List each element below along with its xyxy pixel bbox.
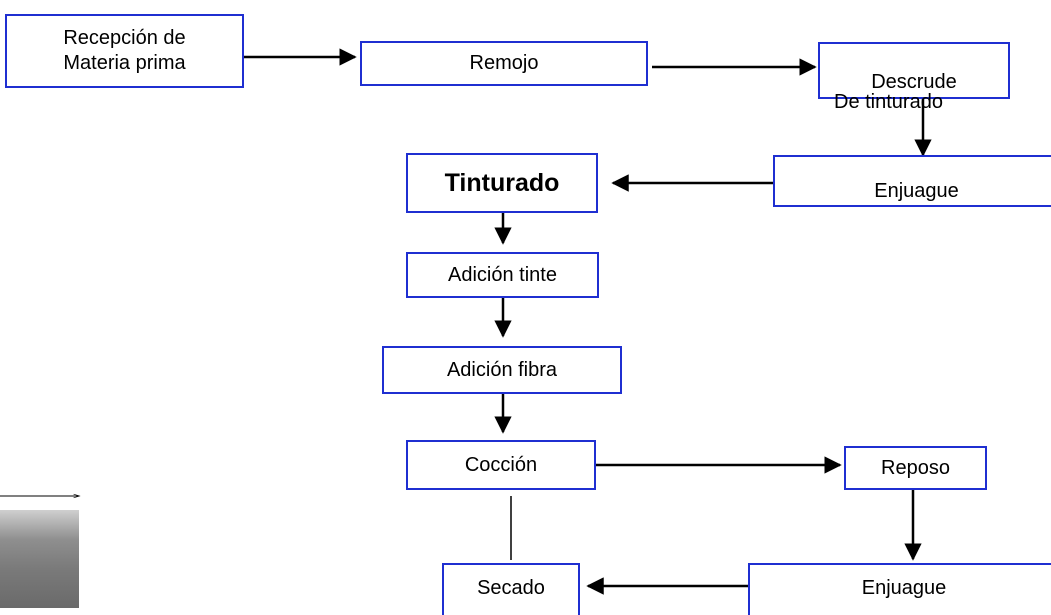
node-adicion-tinte: Adición tinte (406, 252, 599, 298)
node-enjuague-1: Enjuague (773, 155, 1051, 207)
node-enjuague-2: Enjuague (748, 563, 1051, 615)
node-reposo-label: Reposo (881, 456, 950, 479)
node-adicion-tinte-label: Adición tinte (448, 263, 557, 286)
node-remojo: Remojo (360, 41, 648, 86)
node-descrude-sublabel: De tinturado (834, 91, 943, 113)
node-descrude: Descrude (818, 42, 1010, 99)
node-recepcion: Recepción de Materia prima (5, 14, 244, 88)
node-tinturado-label: Tinturado (444, 168, 560, 197)
node-secado-label: Secado (477, 576, 545, 599)
node-secado: Secado (442, 563, 580, 615)
node-coccion-label: Cocción (464, 453, 538, 476)
node-recepcion-label: Recepción de Materia prima (63, 27, 186, 74)
node-remojo-label: Remojo (469, 52, 539, 74)
photo-fragment (0, 510, 79, 608)
node-tinturado: Tinturado (406, 153, 598, 213)
node-enjuague-1-label: Enjuague (874, 179, 959, 202)
node-enjuague-2-label: Enjuague (861, 576, 947, 599)
node-coccion: Cocción (406, 440, 596, 490)
node-adicion-fibra: Adición fibra (382, 346, 622, 394)
node-descrude-label: Descrude (871, 71, 957, 93)
node-adicion-fibra-label: Adición fibra (446, 358, 558, 381)
node-reposo: Reposo (844, 446, 987, 490)
